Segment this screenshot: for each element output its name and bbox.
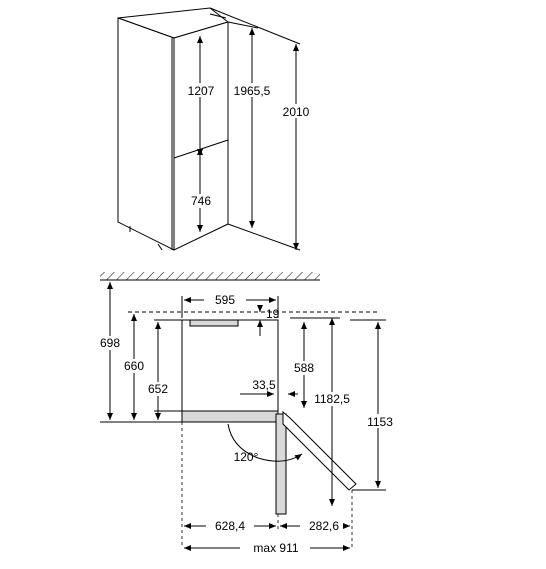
dim-label-bg — [187, 194, 215, 208]
dim-width-282: 282,6 — [309, 519, 339, 533]
dim-width: 595 — [215, 293, 235, 307]
ext-line-top — [227, 21, 259, 29]
open-door-angled — [282, 410, 357, 491]
fridge-body-top — [181, 319, 279, 412]
fridge-front-view: 1207 746 1965,5 2010 — [117, 7, 312, 251]
dim-label-bg — [229, 83, 275, 97]
dim-top-gap: 19 — [266, 307, 280, 321]
dim-freezer-height: 1207 — [188, 84, 215, 98]
dim-door-thickness: 33,5 — [252, 378, 276, 392]
dim-label-bg — [97, 336, 123, 350]
foot-right — [157, 243, 163, 251]
fridge-front-face — [173, 21, 229, 251]
fridge-rear-bump — [189, 319, 239, 327]
dim-fridge-height: 746 — [191, 194, 211, 208]
door-closed-strip — [181, 410, 279, 423]
ext-line-total-top — [209, 7, 301, 45]
dim-label-bg — [280, 104, 312, 118]
top-edge-detail — [209, 13, 227, 19]
dim-door-angle: 120° — [234, 450, 259, 464]
dim-body-height: 1965,5 — [234, 84, 271, 98]
dim-total-height: 2010 — [283, 105, 310, 119]
dim-depth-660: 660 — [124, 359, 144, 373]
dim-depth-652: 652 — [148, 382, 168, 396]
dim-depth-588: 588 — [294, 361, 314, 375]
dim-depth-698: 698 — [100, 336, 120, 350]
dim-label-bg — [291, 361, 317, 375]
dim-label-bg — [364, 414, 396, 428]
dim-max-width: max 911 — [253, 541, 298, 555]
dim-label-bg — [145, 382, 171, 396]
dim-label-bg — [185, 83, 217, 97]
door-angle-arc — [227, 423, 303, 462]
fridge-side-panel — [117, 17, 175, 251]
dim-label-bg — [309, 392, 355, 406]
ext-line-bottom — [227, 223, 301, 251]
dim-depth-1153: 1153 — [367, 415, 393, 429]
dim-depth-1182: 1182,5 — [314, 392, 350, 406]
wall-hatch — [100, 272, 320, 280]
dim-label-bg — [121, 359, 147, 373]
dim-width-628: 628,4 — [215, 519, 245, 533]
fridge-top-view: 120° 595 19 698 660 652 33,5 588 — [97, 272, 396, 555]
open-door-vertical — [275, 413, 287, 515]
